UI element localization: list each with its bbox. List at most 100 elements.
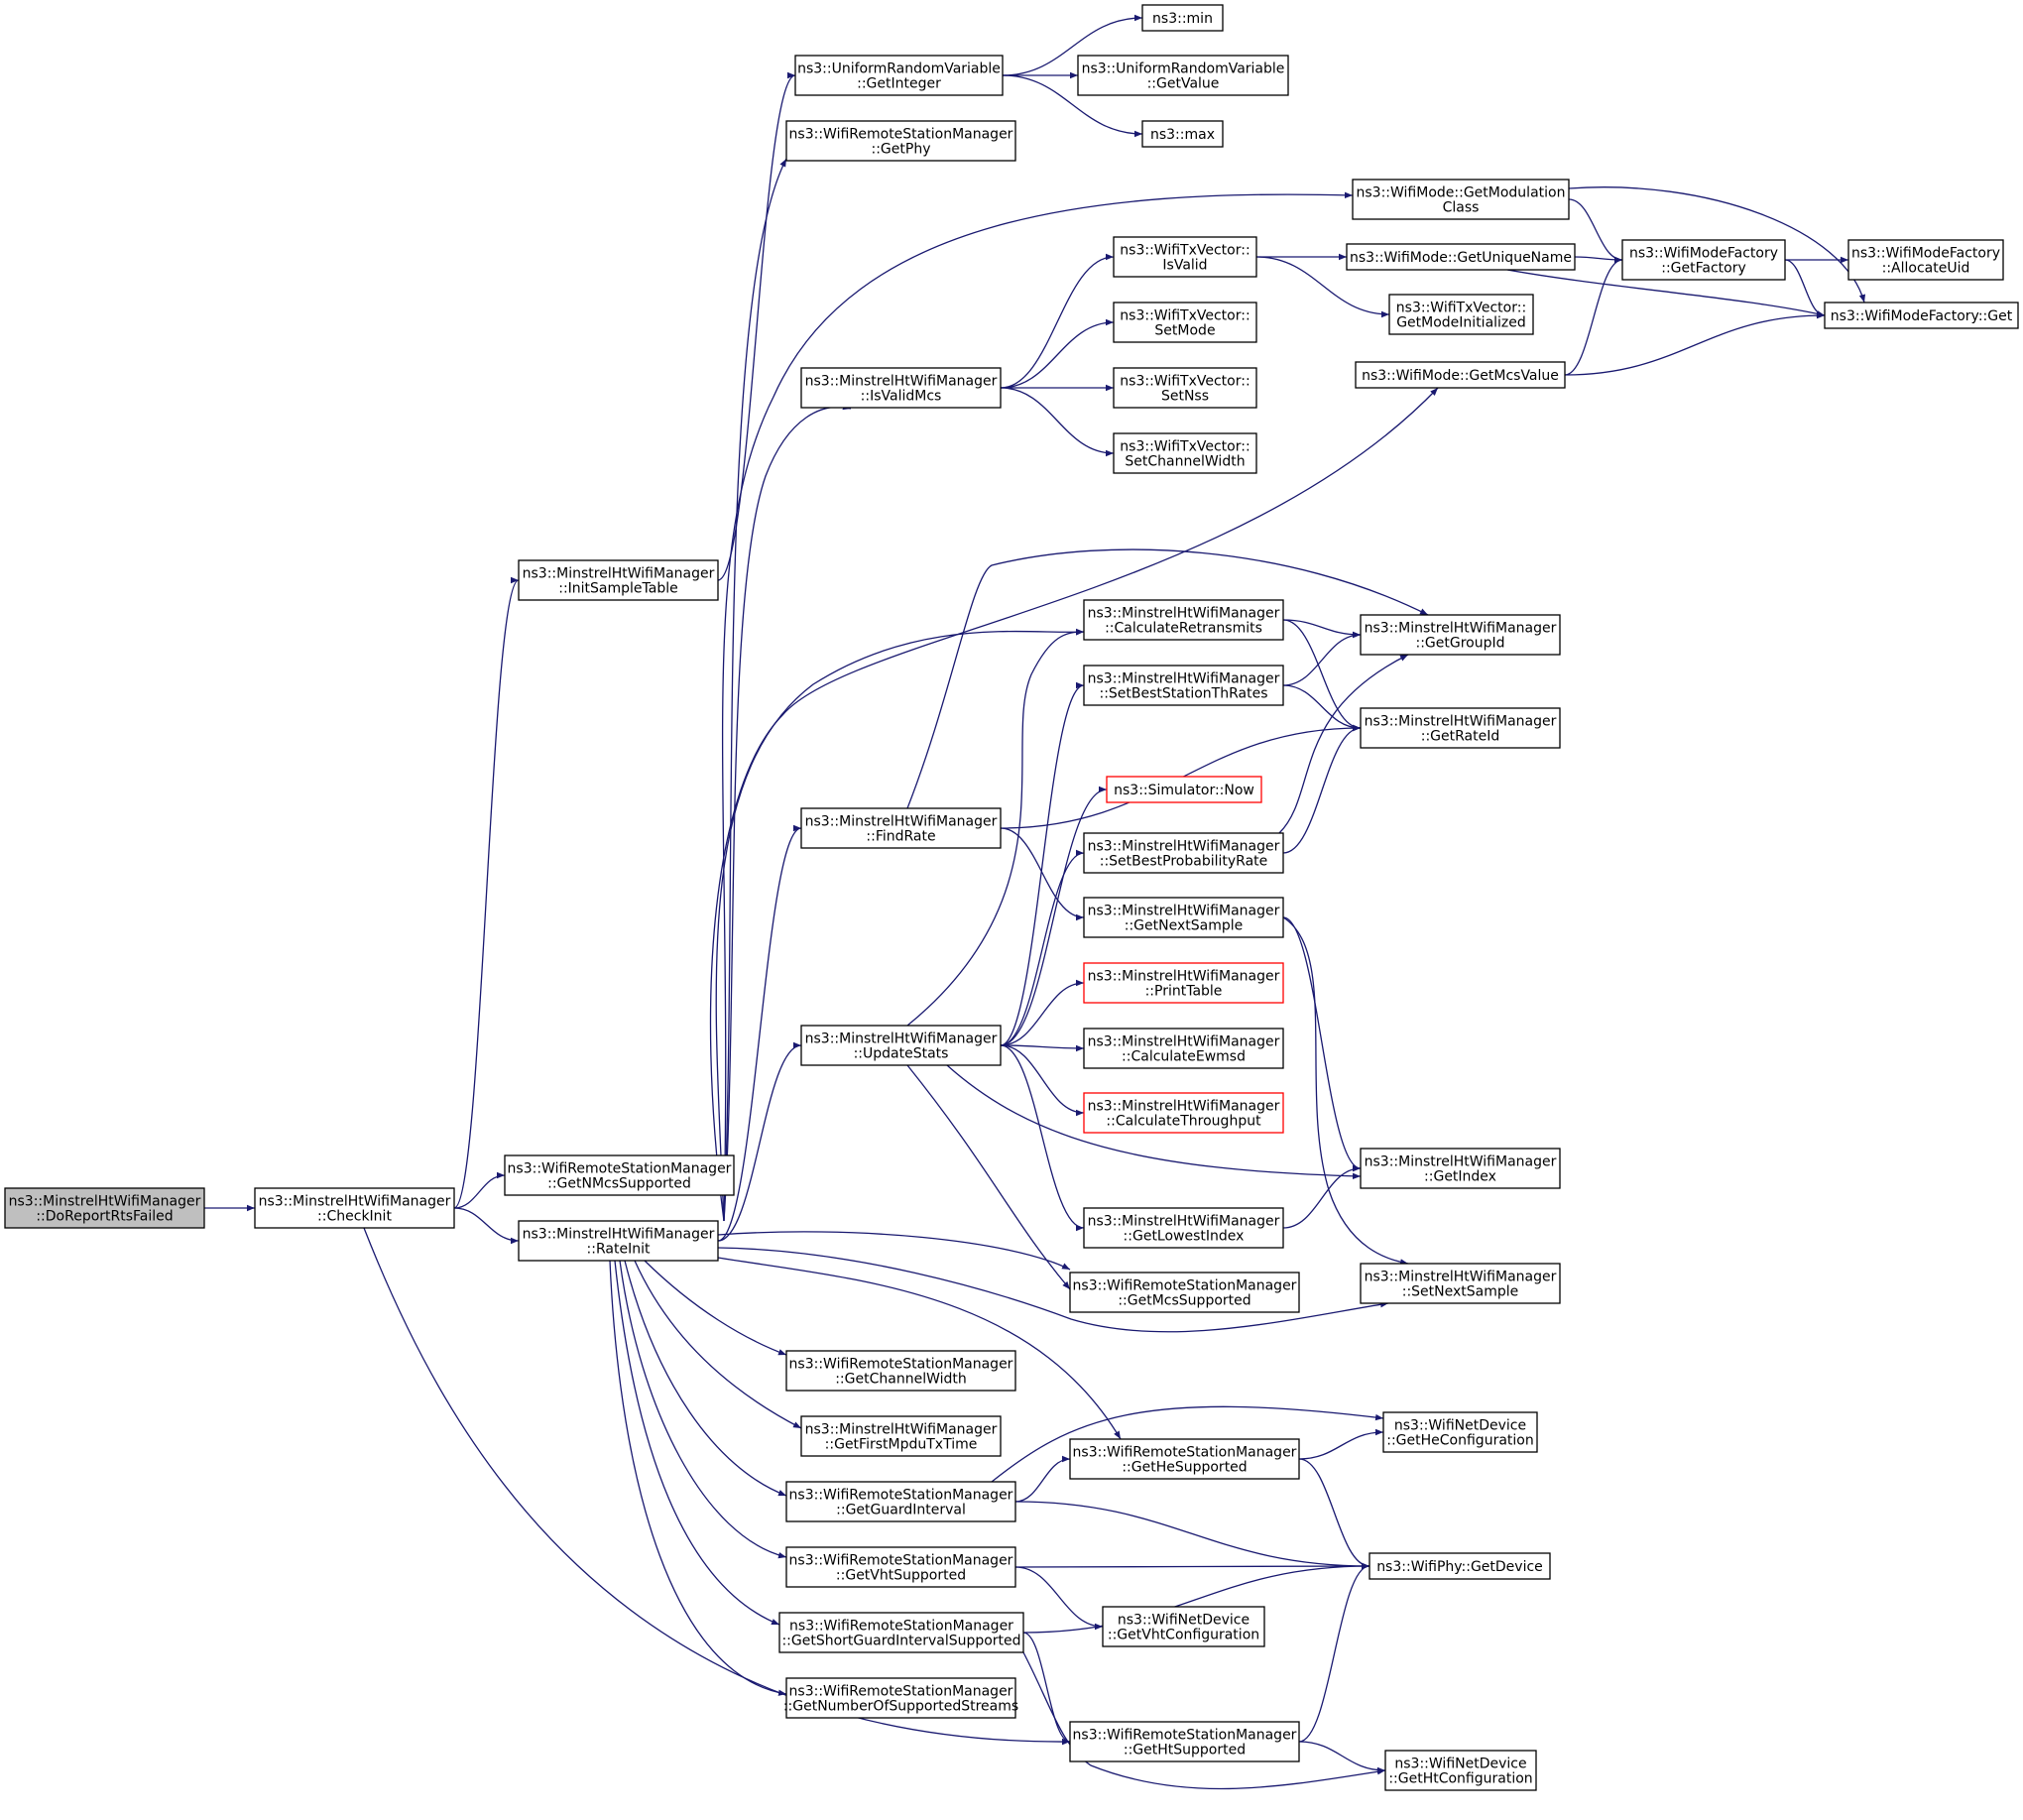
node-get-vht-supported[interactable]: ns3::WifiRemoteStationManager::GetVhtSup… — [785, 1546, 1016, 1588]
node-calc-retransmits[interactable]: ns3::MinstrelHtWifiManager::CalculateRet… — [1083, 599, 1284, 641]
node-get-he-config[interactable]: ns3::WifiNetDevice::GetHeConfiguration — [1382, 1411, 1538, 1453]
node-sim-now[interactable]: ns3::Simulator::Now — [1106, 776, 1262, 803]
node-get-mcs-supported[interactable]: ns3::WifiRemoteStationManager::GetMcsSup… — [1069, 1272, 1300, 1313]
node-get-index[interactable]: ns3::MinstrelHtWifiManager::GetIndex — [1360, 1148, 1561, 1189]
edge-path — [1022, 1562, 1370, 1634]
node-get-next-sample[interactable]: ns3::MinstrelHtWifiManager::GetNextSampl… — [1083, 897, 1284, 938]
node-box — [1113, 367, 1257, 409]
node-get-nmcs[interactable]: ns3::WifiRemoteStationManager::GetNMcsSu… — [504, 1154, 735, 1196]
node-get-num-streams[interactable]: ns3::WifiRemoteStationManager::GetNumber… — [783, 1677, 1018, 1719]
node-update-stats[interactable]: ns3::MinstrelHtWifiManager::UpdateStats — [800, 1025, 1002, 1066]
node-label-line: ns3::WifiRemoteStationManager — [789, 1684, 1013, 1700]
edge-rate-init-to-get-mcs-value — [709, 387, 1439, 1222]
edge-rate-init-to-get-phy — [723, 158, 787, 1222]
node-get-unique-name[interactable]: ns3::WifiMode::GetUniqueName — [1346, 243, 1576, 271]
node-label-line: SetNss — [1161, 389, 1209, 405]
node-get-group-id[interactable]: ns3::MinstrelHtWifiManager::GetGroupId — [1360, 614, 1561, 656]
node-label-line: ns3::MinstrelHtWifiManager — [805, 814, 998, 830]
node-box — [1113, 432, 1257, 474]
edge-update-stats-to-calc-ewmsd — [1000, 1044, 1085, 1052]
node-get-device[interactable]: ns3::WifiPhy::GetDevice — [1368, 1552, 1551, 1580]
node-get-integer[interactable]: ns3::UniformRandomVariable::GetInteger — [794, 55, 1004, 96]
node-get-guard-interval[interactable]: ns3::WifiRemoteStationManager::GetGuardI… — [785, 1481, 1016, 1522]
node-get-rate-id[interactable]: ns3::MinstrelHtWifiManager::GetRateId — [1360, 707, 1561, 749]
node-label-line: ns3::WifiRemoteStationManager — [789, 127, 1013, 143]
node-set-next-sample[interactable]: ns3::MinstrelHtWifiManager::SetNextSampl… — [1360, 1263, 1561, 1304]
edge-path — [906, 548, 1429, 809]
edge-path — [1282, 631, 1362, 686]
node-label-line: ::SetBestProbabilityRate — [1100, 854, 1268, 870]
edge-path — [363, 1227, 1071, 1746]
edge-path — [1000, 979, 1085, 1046]
node-get-short-gi[interactable]: ns3::WifiRemoteStationManager::GetShortG… — [778, 1612, 1024, 1653]
node-init-sample[interactable]: ns3::MinstrelHtWifiManager::InitSampleTa… — [518, 559, 719, 601]
node-set-mode[interactable]: ns3::WifiTxVector::SetMode — [1113, 302, 1257, 343]
edge-path — [1506, 269, 1826, 317]
node-is-valid[interactable]: ns3::WifiTxVector::IsValid — [1113, 236, 1257, 278]
node-get-ht-supported[interactable]: ns3::WifiRemoteStationManager::GetHtSupp… — [1069, 1721, 1300, 1762]
edge-path — [1014, 1501, 1370, 1570]
edge-path — [1298, 1741, 1386, 1774]
node-box — [1346, 243, 1576, 271]
node-label-line: ::GetMcsSupported — [1118, 1293, 1250, 1309]
edge-path — [453, 1207, 520, 1245]
node-label-line: ::InitSampleTable — [558, 581, 678, 597]
node-get-mcs-value[interactable]: ns3::WifiMode::GetMcsValue — [1355, 361, 1566, 389]
node-box — [785, 1481, 1016, 1522]
node-label-line: IsValid — [1162, 258, 1207, 274]
node-max[interactable]: ns3::max — [1141, 120, 1224, 148]
node-do-report[interactable]: ns3::MinstrelHtWifiManager::DoReportRtsF… — [4, 1187, 205, 1229]
node-box — [800, 367, 1002, 409]
edge-path — [619, 1260, 787, 1559]
edge-path — [721, 191, 1354, 1222]
node-get-first-mpdu[interactable]: ns3::MinstrelHtWifiManager::GetFirstMpdu… — [800, 1415, 1002, 1457]
node-get-factory[interactable]: ns3::WifiModeFactory::GetFactory — [1621, 239, 1786, 281]
node-rate-init[interactable]: ns3::MinstrelHtWifiManager::RateInit — [518, 1220, 719, 1262]
edge-rate-init-to-get-first-mpdu — [634, 1260, 802, 1429]
node-get-lowest-index[interactable]: ns3::MinstrelHtWifiManager::GetLowestInd… — [1083, 1207, 1284, 1249]
node-print-table[interactable]: ns3::MinstrelHtWifiManager::PrintTable — [1083, 962, 1284, 1004]
edge-find-rate-to-get-group-id — [906, 548, 1429, 809]
node-calc-ewmsd[interactable]: ns3::MinstrelHtWifiManager::CalculateEwm… — [1083, 1028, 1284, 1069]
node-box — [1368, 1552, 1551, 1580]
node-get-he-supported[interactable]: ns3::WifiRemoteStationManager::GetHeSupp… — [1069, 1438, 1300, 1480]
edge-get-he-supported-to-get-he-config — [1298, 1428, 1384, 1460]
edge-path — [614, 1260, 780, 1626]
node-set-channel-width[interactable]: ns3::WifiTxVector::SetChannelWidth — [1113, 432, 1257, 474]
node-calc-throughput[interactable]: ns3::MinstrelHtWifiManager::CalculateThr… — [1083, 1092, 1284, 1134]
node-label-line: ::GetVhtSupported — [836, 1568, 966, 1584]
node-label-line: ::GetNMcsSupported — [547, 1176, 691, 1192]
node-label-line: ::DoReportRtsFailed — [36, 1209, 173, 1225]
node-get-ht-config[interactable]: ns3::WifiNetDevice::GetHtConfiguration — [1384, 1750, 1537, 1791]
node-box — [1106, 776, 1262, 803]
node-check-init[interactable]: ns3::MinstrelHtWifiManager::CheckInit — [254, 1187, 455, 1229]
edge-get-mcs-value-to-factory-get — [1564, 311, 1826, 376]
node-min[interactable]: ns3::min — [1141, 4, 1224, 32]
node-set-best-station[interactable]: ns3::MinstrelHtWifiManager::SetBestStati… — [1083, 665, 1284, 706]
node-box — [4, 1187, 205, 1229]
node-label-line: ns3::WifiRemoteStationManager — [789, 1553, 1013, 1569]
node-is-valid-mcs[interactable]: ns3::MinstrelHtWifiManager::IsValidMcs — [800, 367, 1002, 409]
edge-get-vht-supported-to-get-device — [1014, 1562, 1370, 1570]
node-find-rate[interactable]: ns3::MinstrelHtWifiManager::FindRate — [800, 807, 1002, 849]
node-label-line: ns3::WifiRemoteStationManager — [1073, 1445, 1297, 1461]
node-label-line: ns3::MinstrelHtWifiManager — [805, 1422, 998, 1438]
edge-get-next-sample-to-get-index — [1282, 916, 1362, 1172]
node-factory-get[interactable]: ns3::WifiModeFactory::Get — [1824, 302, 2019, 329]
edge-update-stats-to-set-best-station — [1000, 681, 1085, 1046]
node-label-line: ::GetFirstMpduTxTime — [825, 1437, 978, 1453]
node-set-best-prob[interactable]: ns3::MinstrelHtWifiManager::SetBestProba… — [1083, 832, 1284, 874]
node-get-phy[interactable]: ns3::WifiRemoteStationManager::GetPhy — [785, 120, 1016, 162]
node-allocate-uid[interactable]: ns3::WifiModeFactory::AllocateUid — [1847, 239, 2004, 281]
node-label-line: ns3::MinstrelHtWifiManager — [1365, 1154, 1557, 1170]
node-box — [1083, 897, 1284, 938]
node-get-channel-width[interactable]: ns3::WifiRemoteStationManager::GetChanne… — [785, 1350, 1016, 1392]
node-set-nss[interactable]: ns3::WifiTxVector::SetNss — [1113, 367, 1257, 409]
node-get-vht-config[interactable]: ns3::WifiNetDevice::GetVhtConfiguration — [1102, 1606, 1265, 1647]
edge-path — [1000, 827, 1085, 921]
edge-path — [1000, 387, 1115, 457]
node-get-mode-init[interactable]: ns3::WifiTxVector::GetModeInitialized — [1388, 294, 1534, 335]
node-get-value[interactable]: ns3::UniformRandomVariable::GetValue — [1077, 55, 1289, 96]
edge-rate-init-to-calc-retransmits — [715, 629, 1085, 1222]
